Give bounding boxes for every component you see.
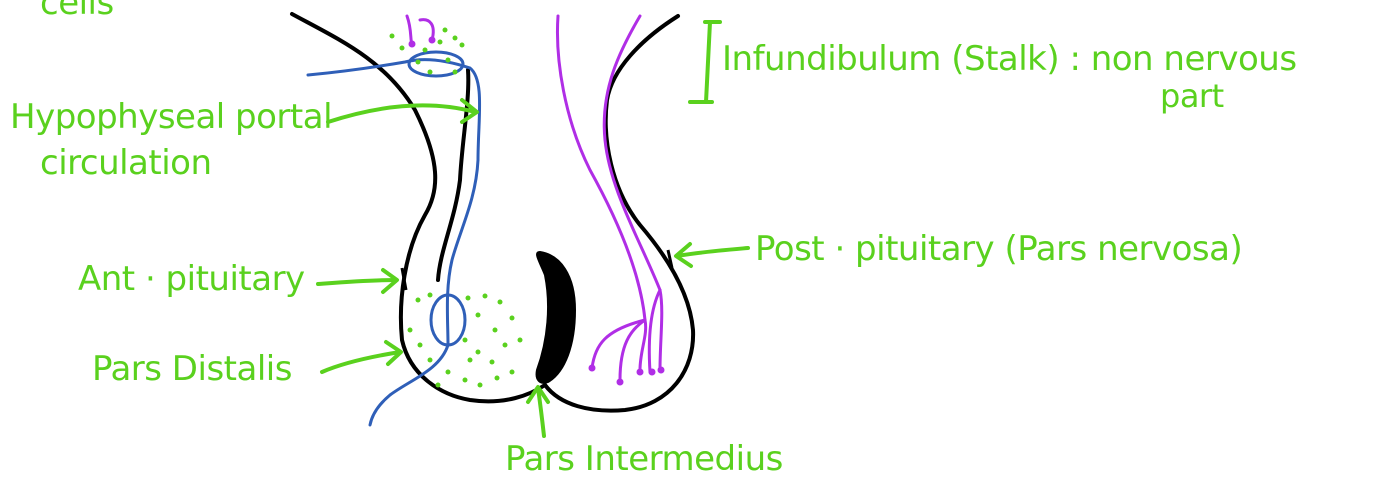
hypophyseal-portal-label-line2: circulation [40, 146, 212, 180]
portal-vessel [308, 60, 480, 425]
infundibulum-label: Infundibulum (Stalk) : non nervous [722, 42, 1297, 76]
pars-intermedius-label: Pars Intermedius [505, 442, 783, 476]
ant-pituitary-label: Ant · pituitary [78, 262, 305, 296]
pars-distalis-label: Pars Distalis [92, 352, 292, 386]
hypophyseal-portal-label: Hypophyseal portal [10, 100, 332, 134]
post-pituitary-label: Post · pituitary (Pars nervosa) [755, 232, 1242, 266]
cells-label-fragment: cells [40, 0, 114, 20]
pars-intermedia-band [537, 252, 575, 383]
infundibulum-label-part: part [1160, 80, 1224, 112]
